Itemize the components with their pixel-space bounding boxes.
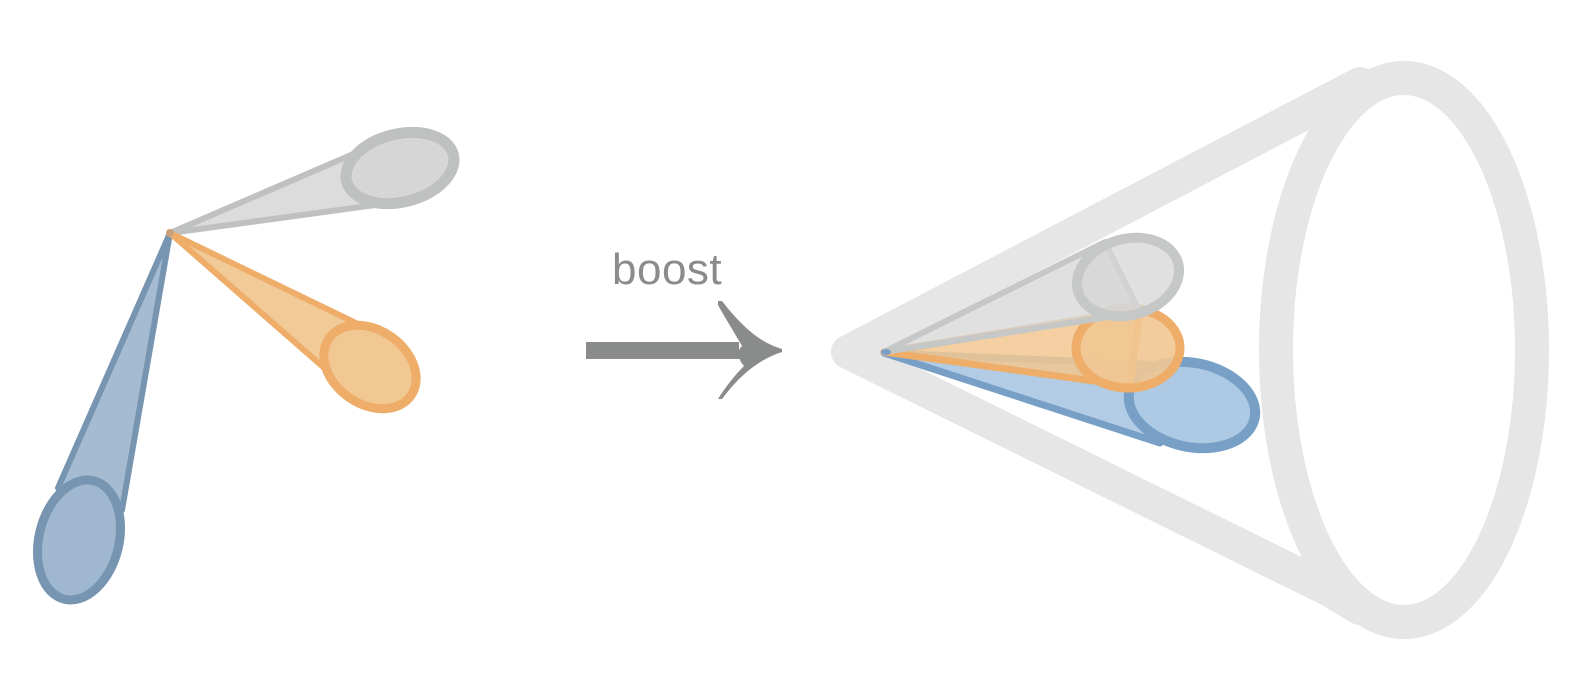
arrow-head xyxy=(718,301,782,399)
gray-cone-left xyxy=(167,126,460,236)
big-cone xyxy=(831,61,1549,639)
apex-point-right xyxy=(881,349,891,355)
gray-cone-right xyxy=(881,232,1185,355)
arrow-shaft xyxy=(586,342,739,359)
boost-label: boost xyxy=(612,245,723,294)
aligned-cones xyxy=(831,61,1549,639)
blue-cone-left xyxy=(32,230,173,605)
orange-cone-left xyxy=(167,230,421,414)
divergent-cones xyxy=(32,126,460,605)
apex-point xyxy=(166,229,174,237)
boost-arrow xyxy=(586,301,782,399)
